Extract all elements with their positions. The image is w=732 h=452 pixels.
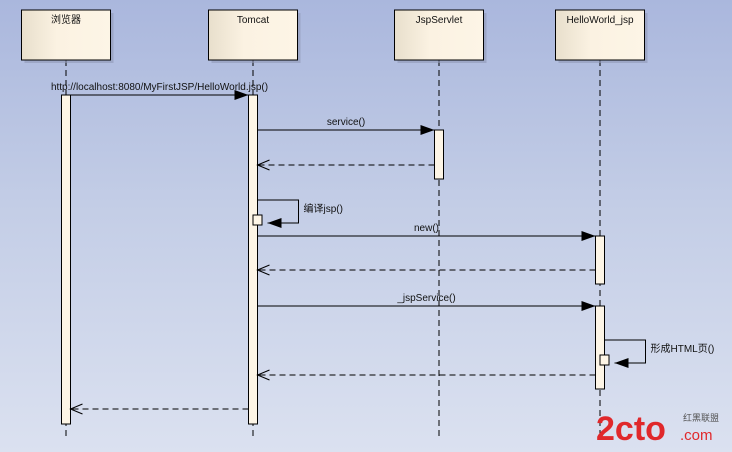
lifeline-helloworld[interactable]: HelloWorld_jsp: [555, 9, 648, 440]
activation-bar-helloworld: [595, 305, 605, 390]
self-message-line: [604, 339, 646, 364]
lifeline-header-box[interactable]: [555, 9, 645, 61]
arrowhead-icon: [420, 125, 435, 135]
message-self-3[interactable]: 编译jsp(): [252, 199, 343, 228]
lifeline-header-label: JspServlet: [416, 15, 463, 26]
message-label: 编译jsp(): [304, 202, 343, 215]
watermark-logo-text: 2cto: [596, 410, 666, 448]
open-arrowhead-icon: [256, 264, 270, 276]
self-activation-box: [252, 214, 263, 226]
arrowhead-icon: [234, 90, 249, 100]
lifeline-header-box[interactable]: [394, 9, 484, 61]
message-label: 形成HTML页(): [651, 343, 715, 355]
lifeline-header-box[interactable]: [21, 9, 111, 61]
message-label: new(): [414, 223, 439, 234]
message-return-5[interactable]: [256, 264, 596, 276]
message-label: service(): [327, 117, 365, 128]
message-call-1[interactable]: service(): [257, 117, 435, 135]
lifeline-browser[interactable]: 浏览器: [21, 9, 114, 440]
message-return-9[interactable]: [69, 403, 249, 415]
message-label: _jspService(): [396, 293, 455, 304]
open-arrowhead-icon: [256, 369, 270, 381]
activation-bar-helloworld: [595, 235, 605, 285]
message-self-7[interactable]: 形成HTML页(): [599, 339, 715, 368]
activation-bar-tomcat: [248, 94, 258, 425]
message-return-8[interactable]: [256, 369, 596, 381]
lifeline-jspservlet[interactable]: JspServlet: [394, 9, 487, 440]
message-call-6[interactable]: _jspService(): [257, 293, 596, 311]
lifeline-header-label: 浏览器: [51, 13, 81, 26]
arrowhead-icon: [614, 358, 629, 368]
lifeline-header-box[interactable]: [208, 9, 298, 61]
open-arrowhead-icon: [256, 159, 270, 171]
activation-bar-browser: [61, 94, 71, 425]
activation-bar-jspservlet: [434, 129, 444, 180]
message-return-2[interactable]: [256, 159, 435, 171]
arrowhead-icon: [267, 218, 282, 228]
self-message-line: [257, 199, 299, 224]
self-activation-box: [599, 354, 610, 366]
arrowhead-icon: [581, 231, 596, 241]
watermark-logo: 2cto 红黑联盟 .com: [596, 410, 719, 448]
arrowhead-icon: [581, 301, 596, 311]
message-call-4[interactable]: new(): [257, 223, 596, 241]
watermark-tagline: 红黑联盟: [683, 412, 719, 423]
watermark-domain: .com: [680, 427, 713, 444]
open-arrowhead-icon: [69, 403, 83, 415]
lifeline-header-label: Tomcat: [237, 15, 269, 26]
message-label: http://localhost:8080/MyFirstJSP/HelloWo…: [51, 82, 268, 93]
message-call-0[interactable]: http://localhost:8080/MyFirstJSP/HelloWo…: [51, 82, 268, 100]
lifeline-header-label: HelloWorld_jsp: [566, 15, 634, 26]
